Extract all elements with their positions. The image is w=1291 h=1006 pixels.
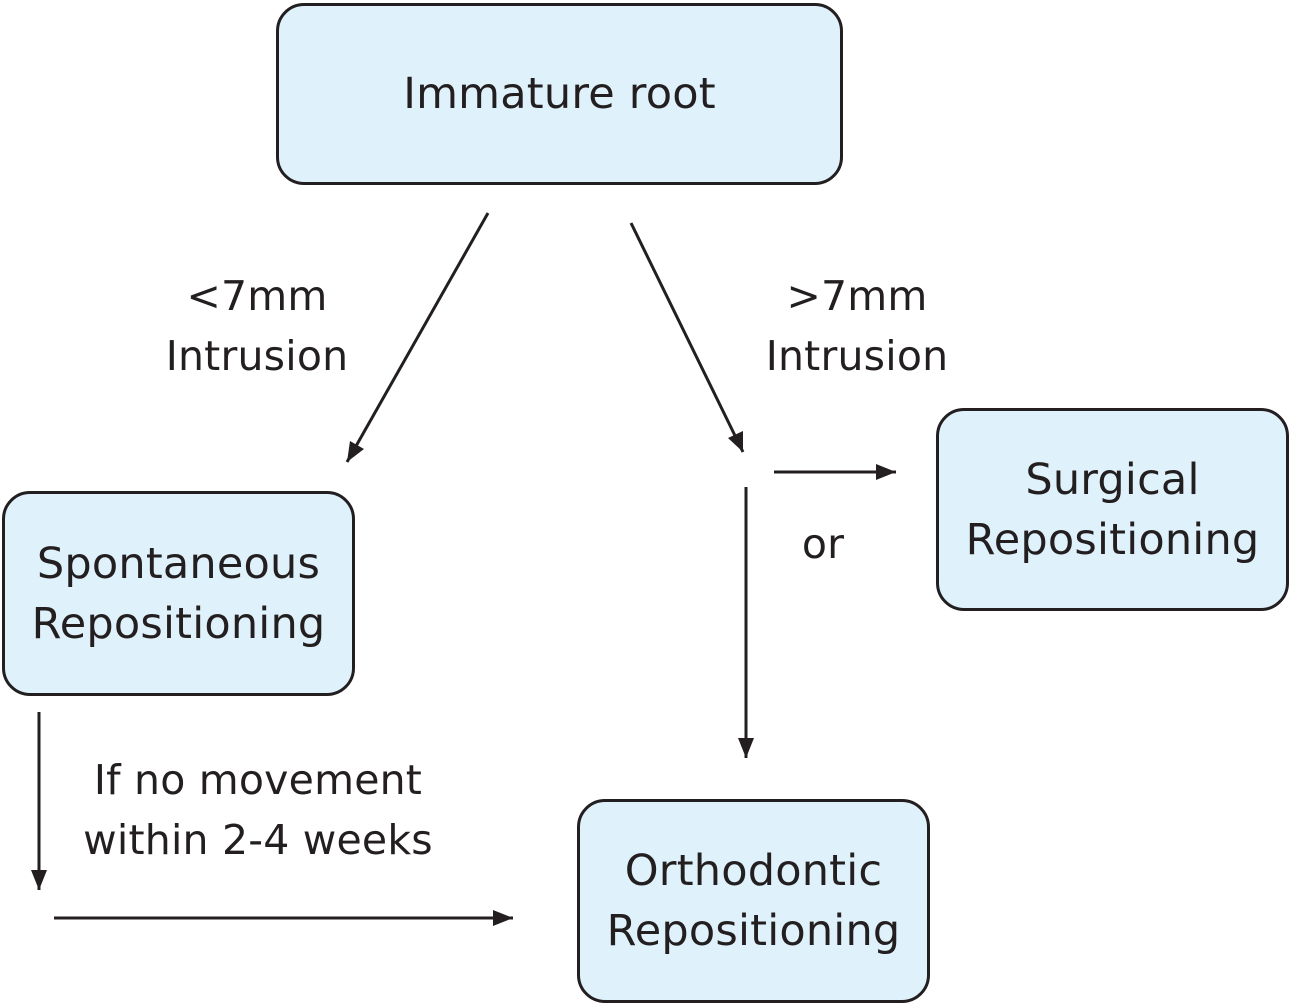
edge-label-more-than-7mm-line2: Intrusion bbox=[765, 332, 949, 380]
node-orthodontic-repositioning: Orthodontic Repositioning bbox=[577, 799, 930, 1003]
arrowheads bbox=[31, 431, 896, 926]
edge-label-less-than-7mm: <7mm Intrusion bbox=[132, 266, 382, 386]
edge-label-less-than-7mm-line2: Intrusion bbox=[165, 332, 349, 380]
arrowhead-spontaneous bbox=[347, 441, 364, 462]
edge-label-or: or bbox=[773, 514, 873, 574]
arrowhead-split bbox=[728, 431, 743, 452]
edge-label-more-than-7mm-line1: >7mm bbox=[786, 272, 928, 320]
arrow-root-to-spontaneous bbox=[345, 212, 490, 463]
node-spontaneous-line1: Spontaneous bbox=[36, 538, 321, 589]
edge-label-more-than-7mm: >7mm Intrusion bbox=[732, 266, 982, 386]
edge-label-no-movement-line2: within 2-4 weeks bbox=[83, 816, 433, 864]
node-spontaneous-line2: Repositioning bbox=[31, 598, 326, 649]
edge-label-or-text: or bbox=[801, 520, 845, 568]
node-immature-root: Immature root bbox=[276, 3, 843, 185]
arrowhead-surgical bbox=[876, 464, 896, 480]
node-surgical-line2: Repositioning bbox=[965, 514, 1260, 565]
arrow-root-to-split bbox=[629, 222, 745, 453]
node-surgical-line1: Surgical bbox=[1025, 454, 1200, 505]
edge-label-no-movement-line1: If no movement bbox=[93, 756, 423, 804]
arrowhead-orthodontic-horizontal bbox=[493, 910, 513, 926]
arrowhead-spontaneous-down bbox=[31, 870, 47, 890]
node-orthodontic-line1: Orthodontic bbox=[624, 846, 883, 896]
edge-label-no-movement: If no movement within 2-4 weeks bbox=[58, 750, 458, 870]
node-orthodontic-line2: Repositioning bbox=[606, 906, 901, 956]
node-surgical-repositioning: Surgical Repositioning bbox=[936, 408, 1289, 611]
node-spontaneous-repositioning: Spontaneous Repositioning bbox=[2, 491, 355, 696]
edge-label-less-than-7mm-line1: <7mm bbox=[186, 272, 328, 320]
arrowhead-orthodontic-vertical bbox=[738, 738, 754, 758]
node-immature-root-text: Immature root bbox=[403, 69, 716, 119]
